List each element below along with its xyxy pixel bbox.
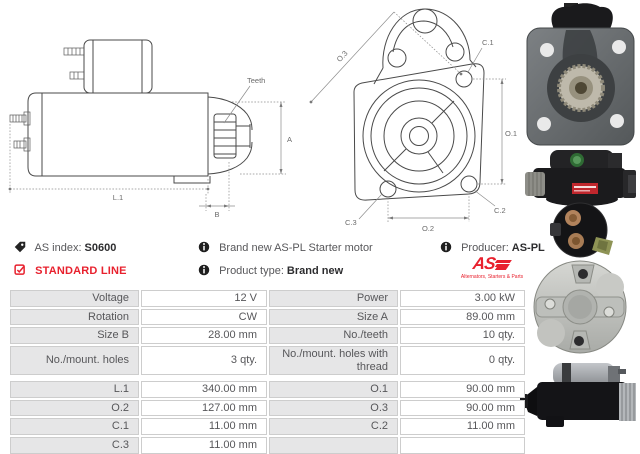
solenoid-rear-photo bbox=[546, 197, 618, 258]
starter-front-flange-photo bbox=[526, 3, 635, 146]
starter-side-silver-photo bbox=[520, 363, 636, 427]
spec-label: No./teeth bbox=[269, 327, 398, 344]
spec-value: 3.00 kW bbox=[400, 290, 525, 307]
spec-value: 10 qty. bbox=[400, 327, 525, 344]
as-logo-tagline: Alternators, Starters & Parts bbox=[460, 274, 524, 280]
product-photos-column bbox=[520, 0, 640, 454]
dim-label-teeth: Teeth bbox=[247, 76, 265, 85]
dim-label-o2: O.2 bbox=[422, 224, 434, 233]
tag-icon bbox=[14, 241, 26, 253]
spec-value: 11.00 mm bbox=[141, 437, 267, 454]
as-index-value: S0600 bbox=[84, 242, 117, 254]
spec-row: Rotation CW Size A 89.00 mm bbox=[10, 308, 525, 326]
spec-label: Size B bbox=[10, 327, 139, 344]
as-logo-text: AS bbox=[471, 254, 496, 273]
end-plate-photo bbox=[533, 260, 627, 354]
dim-label-l1: L.1 bbox=[113, 193, 123, 202]
side-view-drawing: L.1 B A Teeth bbox=[8, 39, 292, 219]
product-type-value: Brand new bbox=[286, 265, 344, 277]
spec-row: C.1 11.00 mm C.2 11.00 mm bbox=[10, 418, 525, 436]
spec-label: Size A bbox=[269, 308, 398, 326]
spec-value: 12 V bbox=[141, 290, 267, 307]
info-icon bbox=[198, 264, 210, 276]
spec-value: 11.00 mm bbox=[141, 418, 267, 436]
spec-value bbox=[400, 437, 525, 454]
spec-value: 3 qty. bbox=[141, 345, 267, 376]
spec-row: No./mount. holes 3 qty. No./mount. holes… bbox=[10, 345, 525, 376]
product-type-label: Product type: bbox=[219, 265, 284, 277]
spec-label: O.2 bbox=[10, 399, 139, 417]
as-index: AS index:S0600 bbox=[14, 241, 116, 254]
starter-side-dark-photo bbox=[525, 150, 636, 198]
spec-value: 127.00 mm bbox=[141, 399, 267, 417]
spec-label: Rotation bbox=[10, 308, 139, 326]
spec-row: C.3 11.00 mm bbox=[10, 437, 525, 454]
spec-value: 90.00 mm bbox=[400, 399, 525, 417]
brand-new-description: Brand new AS-PL Starter motor bbox=[198, 241, 373, 254]
as-pl-logo: AS Alternators, Starters & Parts bbox=[457, 254, 527, 280]
spec-label bbox=[269, 437, 398, 454]
dim-label-o3: O.3 bbox=[335, 49, 350, 64]
spec-label: O.3 bbox=[269, 399, 398, 417]
spec-label: Voltage bbox=[10, 290, 139, 307]
spec-table: Voltage 12 V Power 3.00 kW Rotation CW S… bbox=[8, 288, 527, 454]
spec-label: Power bbox=[269, 290, 398, 307]
dim-label-b: B bbox=[214, 210, 219, 219]
info-icon bbox=[198, 241, 210, 253]
product-type: Product type:Brand new bbox=[198, 264, 343, 277]
dim-label-c2: C.2 bbox=[494, 206, 506, 215]
spec-label: O.1 bbox=[269, 381, 398, 398]
dim-label-o1: O.1 bbox=[505, 129, 517, 138]
spec-value: 0 qty. bbox=[400, 345, 525, 376]
dim-label-c1: C.1 bbox=[482, 38, 494, 47]
spec-label: C.3 bbox=[10, 437, 139, 454]
spec-table-divider bbox=[10, 377, 525, 379]
producer-value: AS-PL bbox=[511, 242, 545, 254]
dim-label-a: A bbox=[287, 135, 292, 144]
spec-label: L.1 bbox=[10, 381, 139, 398]
spec-value: 11.00 mm bbox=[400, 418, 525, 436]
as-index-label: AS index: bbox=[34, 242, 82, 254]
info-icon bbox=[440, 241, 452, 253]
as-logo-stripes-icon bbox=[495, 259, 513, 271]
spec-label: C.2 bbox=[269, 418, 398, 436]
spec-row: L.1 340.00 mm O.1 90.00 mm bbox=[10, 381, 525, 398]
spec-value: CW bbox=[141, 308, 267, 326]
spec-row: O.2 127.00 mm O.3 90.00 mm bbox=[10, 399, 525, 417]
checkbox-icon bbox=[14, 264, 25, 275]
spec-row: Voltage 12 V Power 3.00 kW bbox=[10, 290, 525, 307]
producer-label: Producer: bbox=[461, 242, 509, 254]
brand-new-text: Brand new AS-PL Starter motor bbox=[219, 242, 373, 254]
spec-value: 89.00 mm bbox=[400, 308, 525, 326]
spec-label: No./mount. holes bbox=[10, 345, 139, 376]
spec-value: 90.00 mm bbox=[400, 381, 525, 398]
spec-value: 340.00 mm bbox=[141, 381, 267, 398]
standard-line-label: STANDARD LINE bbox=[35, 265, 127, 277]
spec-row: Size B 28.00 mm No./teeth 10 qty. bbox=[10, 327, 525, 344]
spec-label: No./mount. holes with thread bbox=[269, 345, 398, 376]
producer: Producer:AS-PL bbox=[440, 241, 545, 254]
front-view-drawing: O.3 O.1 O.2 C.1 C.2 C.3 bbox=[309, 8, 517, 233]
spec-value: 28.00 mm bbox=[141, 327, 267, 344]
spec-label: C.1 bbox=[10, 418, 139, 436]
standard-line-badge: STANDARD LINE bbox=[14, 264, 127, 277]
dim-label-c3: C.3 bbox=[345, 218, 357, 227]
